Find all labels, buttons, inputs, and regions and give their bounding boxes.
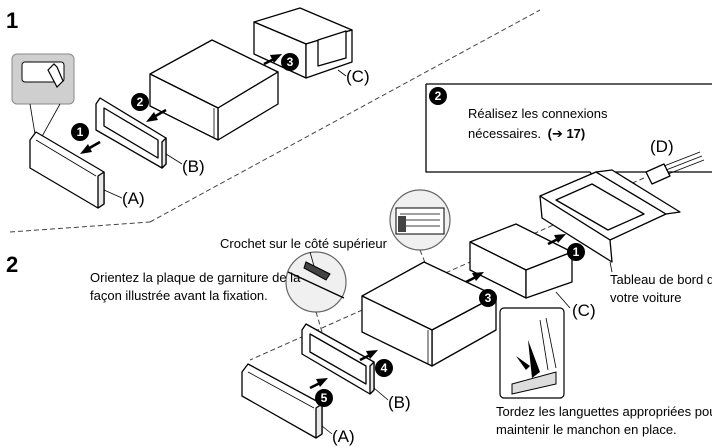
step-divider bbox=[9, 221, 151, 233]
arrow-step2-1 bbox=[547, 234, 566, 246]
tab-bending-inset bbox=[499, 307, 565, 399]
faceplate-a-step2 bbox=[241, 363, 323, 439]
arrow-step2-3 bbox=[465, 272, 484, 284]
svg-text:3: 3 bbox=[287, 55, 294, 69]
main-unit-step2 bbox=[361, 261, 497, 367]
marker-3-step2: 3 bbox=[479, 289, 497, 307]
marker-3-step1: 3 bbox=[281, 53, 299, 71]
label-b-step1: (B) bbox=[182, 157, 205, 176]
sleeve-detail-zoom bbox=[389, 189, 451, 281]
arrow-step1-1 bbox=[80, 140, 101, 154]
label-a-step1: (A) bbox=[122, 189, 145, 208]
marker-4-step2: 4 bbox=[375, 359, 393, 377]
caption-tabs-2: maintenir le manchon en place. bbox=[496, 422, 677, 437]
svg-text:4: 4 bbox=[381, 361, 388, 375]
step-1-label: 1 bbox=[6, 8, 18, 33]
marker-1-step1: 1 bbox=[71, 123, 89, 141]
main-unit-step1 bbox=[149, 39, 279, 141]
callout-line-1: Réalisez les connexions bbox=[468, 106, 608, 121]
label-c-step1: (C) bbox=[346, 67, 370, 86]
svg-text:1: 1 bbox=[573, 245, 580, 259]
caption-dashboard-2: votre voiture bbox=[610, 290, 682, 305]
label-d: (D) bbox=[650, 137, 674, 156]
hook-detail-zoom bbox=[285, 251, 347, 333]
caption-dashboard-1: Tableau de bord de bbox=[610, 272, 712, 287]
svg-text:2: 2 bbox=[435, 89, 442, 103]
caption-hook: Crochet sur le côté supérieur bbox=[220, 236, 388, 251]
label-a-step2: (A) bbox=[332, 427, 355, 446]
svg-text:1: 1 bbox=[77, 125, 84, 139]
caption-orient-1: Orientez la plaque de garniture de la bbox=[90, 270, 301, 285]
caption-orient-2: façon illustrée avant la fixation. bbox=[90, 288, 268, 303]
step-2-label: 2 bbox=[6, 252, 18, 277]
caption-tabs-1: Tordez les languettes appropriées pour bbox=[496, 404, 712, 419]
svg-text:2: 2 bbox=[137, 95, 144, 109]
arrow-step1-2 bbox=[146, 108, 167, 122]
step-divider-diagonal bbox=[149, 9, 541, 223]
svg-text:5: 5 bbox=[321, 391, 328, 405]
label-c-step2: (C) bbox=[572, 301, 596, 320]
arrow-step2-4 bbox=[359, 350, 378, 362]
marker-5-step2: 5 bbox=[315, 389, 333, 407]
trim-plate-b-step2 bbox=[301, 323, 375, 395]
release-button-inset bbox=[11, 53, 75, 141]
faceplate-a-step1 bbox=[29, 131, 105, 209]
label-b-step2: (B) bbox=[388, 393, 411, 412]
callout-line-2: nécessaires. (➔ 17) bbox=[468, 126, 585, 141]
arrow-step2-5 bbox=[309, 378, 328, 390]
svg-text:3: 3 bbox=[485, 291, 492, 305]
connections-callout: 2 Réalisez les connexions nécessaires. (… bbox=[425, 83, 712, 187]
trim-plate-b-step1 bbox=[95, 97, 167, 169]
marker-2-step1: 2 bbox=[131, 93, 149, 111]
connector-d bbox=[645, 151, 705, 185]
sleeve-c-step2 bbox=[469, 223, 573, 299]
car-dashboard bbox=[539, 169, 681, 263]
marker-1-step2: 1 bbox=[567, 243, 585, 261]
arrow-step1-3 bbox=[263, 54, 282, 66]
